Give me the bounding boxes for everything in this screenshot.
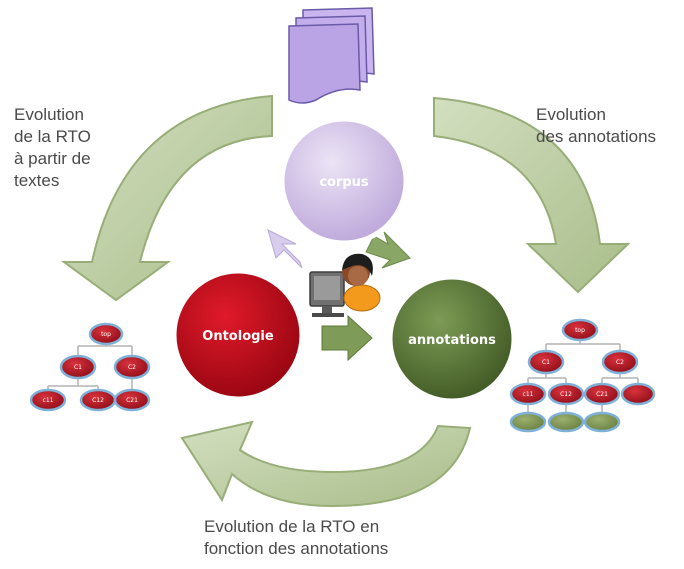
node-corpus: corpus xyxy=(279,116,409,246)
tree-left: top C1 C2 c11 C12 C21 xyxy=(29,322,151,412)
node-ontologie: Ontologie xyxy=(171,268,305,402)
tree-right-leaf-3 xyxy=(583,411,621,433)
label-top-right: Evolution des annotations xyxy=(536,104,656,148)
node-corpus-label: corpus xyxy=(319,175,369,190)
tree-left-label-c2: C2 xyxy=(128,364,136,371)
tree-right-node-c1 xyxy=(527,349,565,375)
label-top-left-line-1: Evolution xyxy=(14,105,84,124)
tree-left-node-c2 xyxy=(113,354,151,380)
label-top-left-line-3: à partir de xyxy=(14,149,91,168)
tree-right-label-c2: C2 xyxy=(616,359,624,366)
tree-right-leaf-2 xyxy=(547,411,585,433)
tree-right-label-c11: c11 xyxy=(523,391,534,398)
tree-right-label-c1: C1 xyxy=(542,359,550,366)
tree-right-node-c11 xyxy=(509,382,547,406)
tree-left-node-c11 xyxy=(29,388,67,412)
tree-right-node-c22 xyxy=(620,382,656,406)
tree-right-node-c21 xyxy=(583,382,621,406)
tree-right-label-top: top xyxy=(575,327,585,334)
label-top-left: Evolution de la RTO à partir de textes xyxy=(14,104,91,192)
tree-left-node-c1 xyxy=(59,354,97,380)
tree-left-label-c12: C12 xyxy=(92,397,104,404)
node-ontologie-label: Ontologie xyxy=(202,329,274,344)
label-bottom-line-1: Evolution de la RTO en xyxy=(204,517,380,536)
arrow-bottom xyxy=(180,420,472,508)
label-top-right-line-1: Evolution xyxy=(536,105,606,124)
label-bottom-line-2: fonction des annotations xyxy=(204,539,389,558)
small-arrow-right xyxy=(321,314,373,362)
node-annotations-label: annotations xyxy=(408,333,496,348)
label-top-left-line-2: de la RTO xyxy=(14,127,91,146)
label-top-right-line-2: des annotations xyxy=(536,127,657,146)
tree-right: top C1 C2 c11 C12 C21 xyxy=(509,318,656,433)
tree-left-label-c21: C21 xyxy=(126,397,138,404)
small-arrow-down xyxy=(365,231,411,269)
tree-left-node-c21 xyxy=(113,388,151,412)
node-annotations: annotations xyxy=(387,274,517,404)
tree-right-label-c12: C12 xyxy=(560,391,572,398)
tree-left-label-top: top xyxy=(101,331,111,338)
label-top-left-line-4: textes xyxy=(14,171,60,190)
arrow-top-left xyxy=(60,94,273,302)
tree-right-node-c2 xyxy=(601,349,639,375)
tree-left-label-c11: c11 xyxy=(43,397,54,404)
tree-right-node-top xyxy=(561,318,599,342)
small-arrow-up xyxy=(267,229,303,269)
tree-left-label-c1: C1 xyxy=(74,364,82,371)
arrow-top-right xyxy=(433,96,631,294)
tree-right-node-c12 xyxy=(547,382,585,406)
tree-right-label-c21: C21 xyxy=(596,391,608,398)
documents-stack-icon xyxy=(288,7,375,104)
label-bottom: Evolution de la RTO en fonction des anno… xyxy=(204,516,388,560)
user-at-computer-icon xyxy=(309,253,381,317)
tree-right-leaf-1 xyxy=(509,411,547,433)
tree-left-node-top xyxy=(88,322,124,346)
